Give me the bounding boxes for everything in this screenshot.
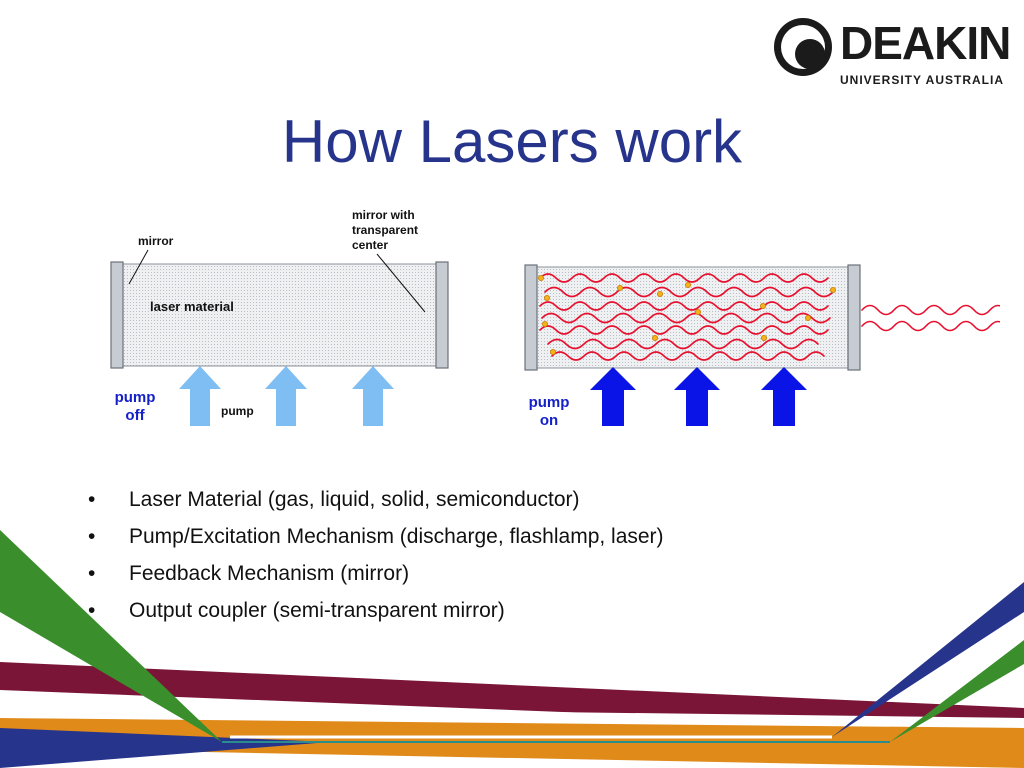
pump-label: pump: [221, 404, 254, 418]
orange-stripe: [0, 718, 1024, 768]
laser-pump-off: mirror laser material mirror with transp…: [110, 208, 449, 426]
laser-material-body: [121, 263, 439, 367]
white-gap: [0, 705, 1024, 728]
pump-arrow-3: [352, 366, 394, 426]
pump-on-label-2: on: [540, 412, 558, 429]
slide-title: How Lasers work: [281, 108, 743, 175]
bullet-list: •Laser Material (gas, liquid, solid, sem…: [86, 481, 966, 629]
bullet-item: •Output coupler (semi-transparent mirror…: [88, 599, 505, 622]
transparent-mirror: [435, 261, 449, 369]
transparent-mirror-pointer: [376, 253, 426, 313]
mirror-transparent-label-3: center: [352, 238, 388, 252]
deakin-seal-icon: [774, 18, 832, 76]
laser-material-label: laser material: [150, 299, 234, 314]
pump-arrow-2: [265, 366, 307, 426]
bullet-item: •Feedback Mechanism (mirror): [88, 562, 410, 585]
bullet-text: Pump/Excitation Mechanism (discharge, fl…: [129, 525, 664, 548]
left-mirror: [110, 261, 124, 369]
pump-off-label-2: off: [125, 407, 145, 424]
mirror-pointer: [128, 249, 149, 285]
deakin-logo: DEAKIN UNIVERSITY AUSTRALIA: [772, 16, 1012, 92]
laser-material-body-active: [535, 266, 851, 369]
bullet-item: •Pump/Excitation Mechanism (discharge, f…: [88, 525, 664, 548]
mirror-transparent-label-2: transparent: [352, 223, 418, 237]
pump-arrow-active-2: [674, 367, 720, 426]
logo-wordmark: DEAKIN: [840, 17, 1011, 69]
pump-on-label-1: pump: [529, 394, 570, 411]
laser-pump-on: pump on: [524, 264, 1000, 429]
bullet-text: Output coupler (semi-transparent mirror): [129, 599, 505, 622]
bullet-text: Laser Material (gas, liquid, solid, semi…: [129, 488, 580, 511]
green-stripe-right: [890, 640, 1024, 742]
excited-atoms: [537, 275, 837, 355]
left-mirror-active: [524, 264, 538, 371]
light-waves: [539, 273, 1000, 361]
transparent-mirror-active: [847, 264, 861, 371]
laser-diagram: mirror laser material mirror with transp…: [110, 208, 1000, 429]
bullet-item: •Laser Material (gas, liquid, solid, sem…: [88, 488, 580, 511]
pump-off-label-1: pump: [115, 389, 156, 406]
mirror-label: mirror: [138, 234, 174, 248]
bullet-text: Feedback Mechanism (mirror): [129, 562, 410, 585]
logo-subline: UNIVERSITY AUSTRALIA: [840, 73, 1005, 87]
navy-stripe-left: [0, 728, 330, 768]
pump-arrow-active-1: [590, 367, 636, 426]
mirror-transparent-label-1: mirror with: [352, 208, 415, 222]
pump-arrow-active-3: [761, 367, 807, 426]
maroon-stripe: [0, 662, 1024, 730]
pump-arrow-1: [179, 366, 221, 426]
